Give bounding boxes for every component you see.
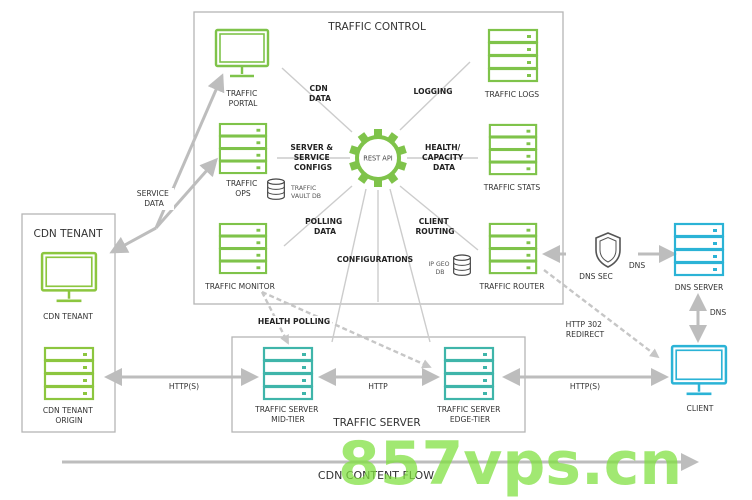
http-mid-label: HTTP <box>368 382 388 391</box>
traffic-router-server-icon <box>488 222 538 275</box>
traffic-control-box <box>193 11 564 305</box>
mid-tier-server-icon <box>262 346 314 401</box>
dns-server-icon <box>673 222 725 277</box>
client-monitor-icon <box>670 344 728 396</box>
traffic-stats-label: TRAFFIC STATS <box>483 183 541 192</box>
traffic-server-box <box>231 336 526 433</box>
shield-icon <box>595 232 621 268</box>
traffic-monitor-label: TRAFFIC MONITOR <box>204 282 276 291</box>
ip-geo-db-icon <box>453 254 471 276</box>
cdn-tenant-monitor-icon <box>40 251 98 303</box>
http-s-right-label: HTTP(S) <box>570 382 600 391</box>
http-s-left-label: HTTP(S) <box>169 382 199 391</box>
flow-arrows <box>62 73 707 471</box>
dns-right-label: DNS <box>710 308 727 317</box>
gear-tooth <box>374 129 382 139</box>
traffic-portal-label: TRAFFIC PORTAL <box>225 89 260 108</box>
watermark: 857vps.cn <box>338 429 682 499</box>
traffic-ops-server-icon <box>218 122 268 175</box>
traffic-portal-monitor-icon <box>214 28 270 78</box>
configurations-label: CONFIGURATIONS <box>337 255 413 264</box>
mid-tier-label: TRAFFIC SERVER MID-TIER <box>254 405 321 424</box>
edge-tier-server-icon <box>443 346 495 401</box>
rest-api-label: REST API <box>363 154 393 162</box>
service-data-label: SERVICE DATA <box>137 189 171 208</box>
polling-data-label: POLLING DATA <box>305 217 345 236</box>
client-routing-label: CLIENT ROUTING <box>415 217 454 236</box>
dns-server-label: DNS SERVER <box>675 283 724 292</box>
traffic-logs-server-icon <box>487 28 539 83</box>
cdn-tenant-origin-label: CDN TENANT ORIGIN <box>43 406 95 425</box>
cdn-tenant-origin-server-icon <box>43 346 95 401</box>
dns-sec-label: DNS SEC <box>579 272 613 281</box>
traffic-logs-label: TRAFFIC LOGS <box>484 90 539 99</box>
logging-label: LOGGING <box>414 87 453 96</box>
edge-tier-label: TRAFFIC SERVER EDGE-TIER <box>436 405 503 424</box>
traffic-vault-db-icon <box>267 178 285 200</box>
traffic-ops-label: TRAFFIC OPS <box>225 179 260 198</box>
cdn-data-label: CDN DATA <box>309 84 331 103</box>
cdn-tenant-box <box>21 213 116 433</box>
http-302-label: HTTP 302 REDIRECT <box>566 320 605 339</box>
client-label: CLIENT <box>687 404 714 413</box>
health-capacity-label: HEALTH/ CAPACITY DATA <box>422 143 466 172</box>
traffic-stats-server-icon <box>488 123 538 176</box>
rest-api-spokes <box>277 61 479 343</box>
health-polling-label: HEALTH POLLING <box>258 317 330 326</box>
gear-tooth <box>374 177 382 187</box>
traffic-control-title: TRAFFIC CONTROL <box>327 21 426 33</box>
cdn-tenant-label: CDN TENANT <box>43 312 93 321</box>
traffic-router-label: TRAFFIC ROUTER <box>478 282 545 291</box>
dns-top-label: DNS <box>629 261 646 270</box>
rest-api-gear: REST API <box>349 129 407 187</box>
traffic-server-title: TRAFFIC SERVER <box>332 417 420 429</box>
cdn-content-flow-label: CDN CONTENT FLOW <box>318 469 434 482</box>
traffic-vault-label: TRAFFIC VAULT DB <box>290 185 321 200</box>
server-configs-label: SERVER & SERVICE CONFIGS <box>290 143 335 172</box>
traffic-monitor-server-icon <box>218 222 268 275</box>
cdn-tenant-title: CDN TENANT <box>34 228 104 240</box>
ip-geo-db-label: IP GEO DB <box>428 261 451 276</box>
